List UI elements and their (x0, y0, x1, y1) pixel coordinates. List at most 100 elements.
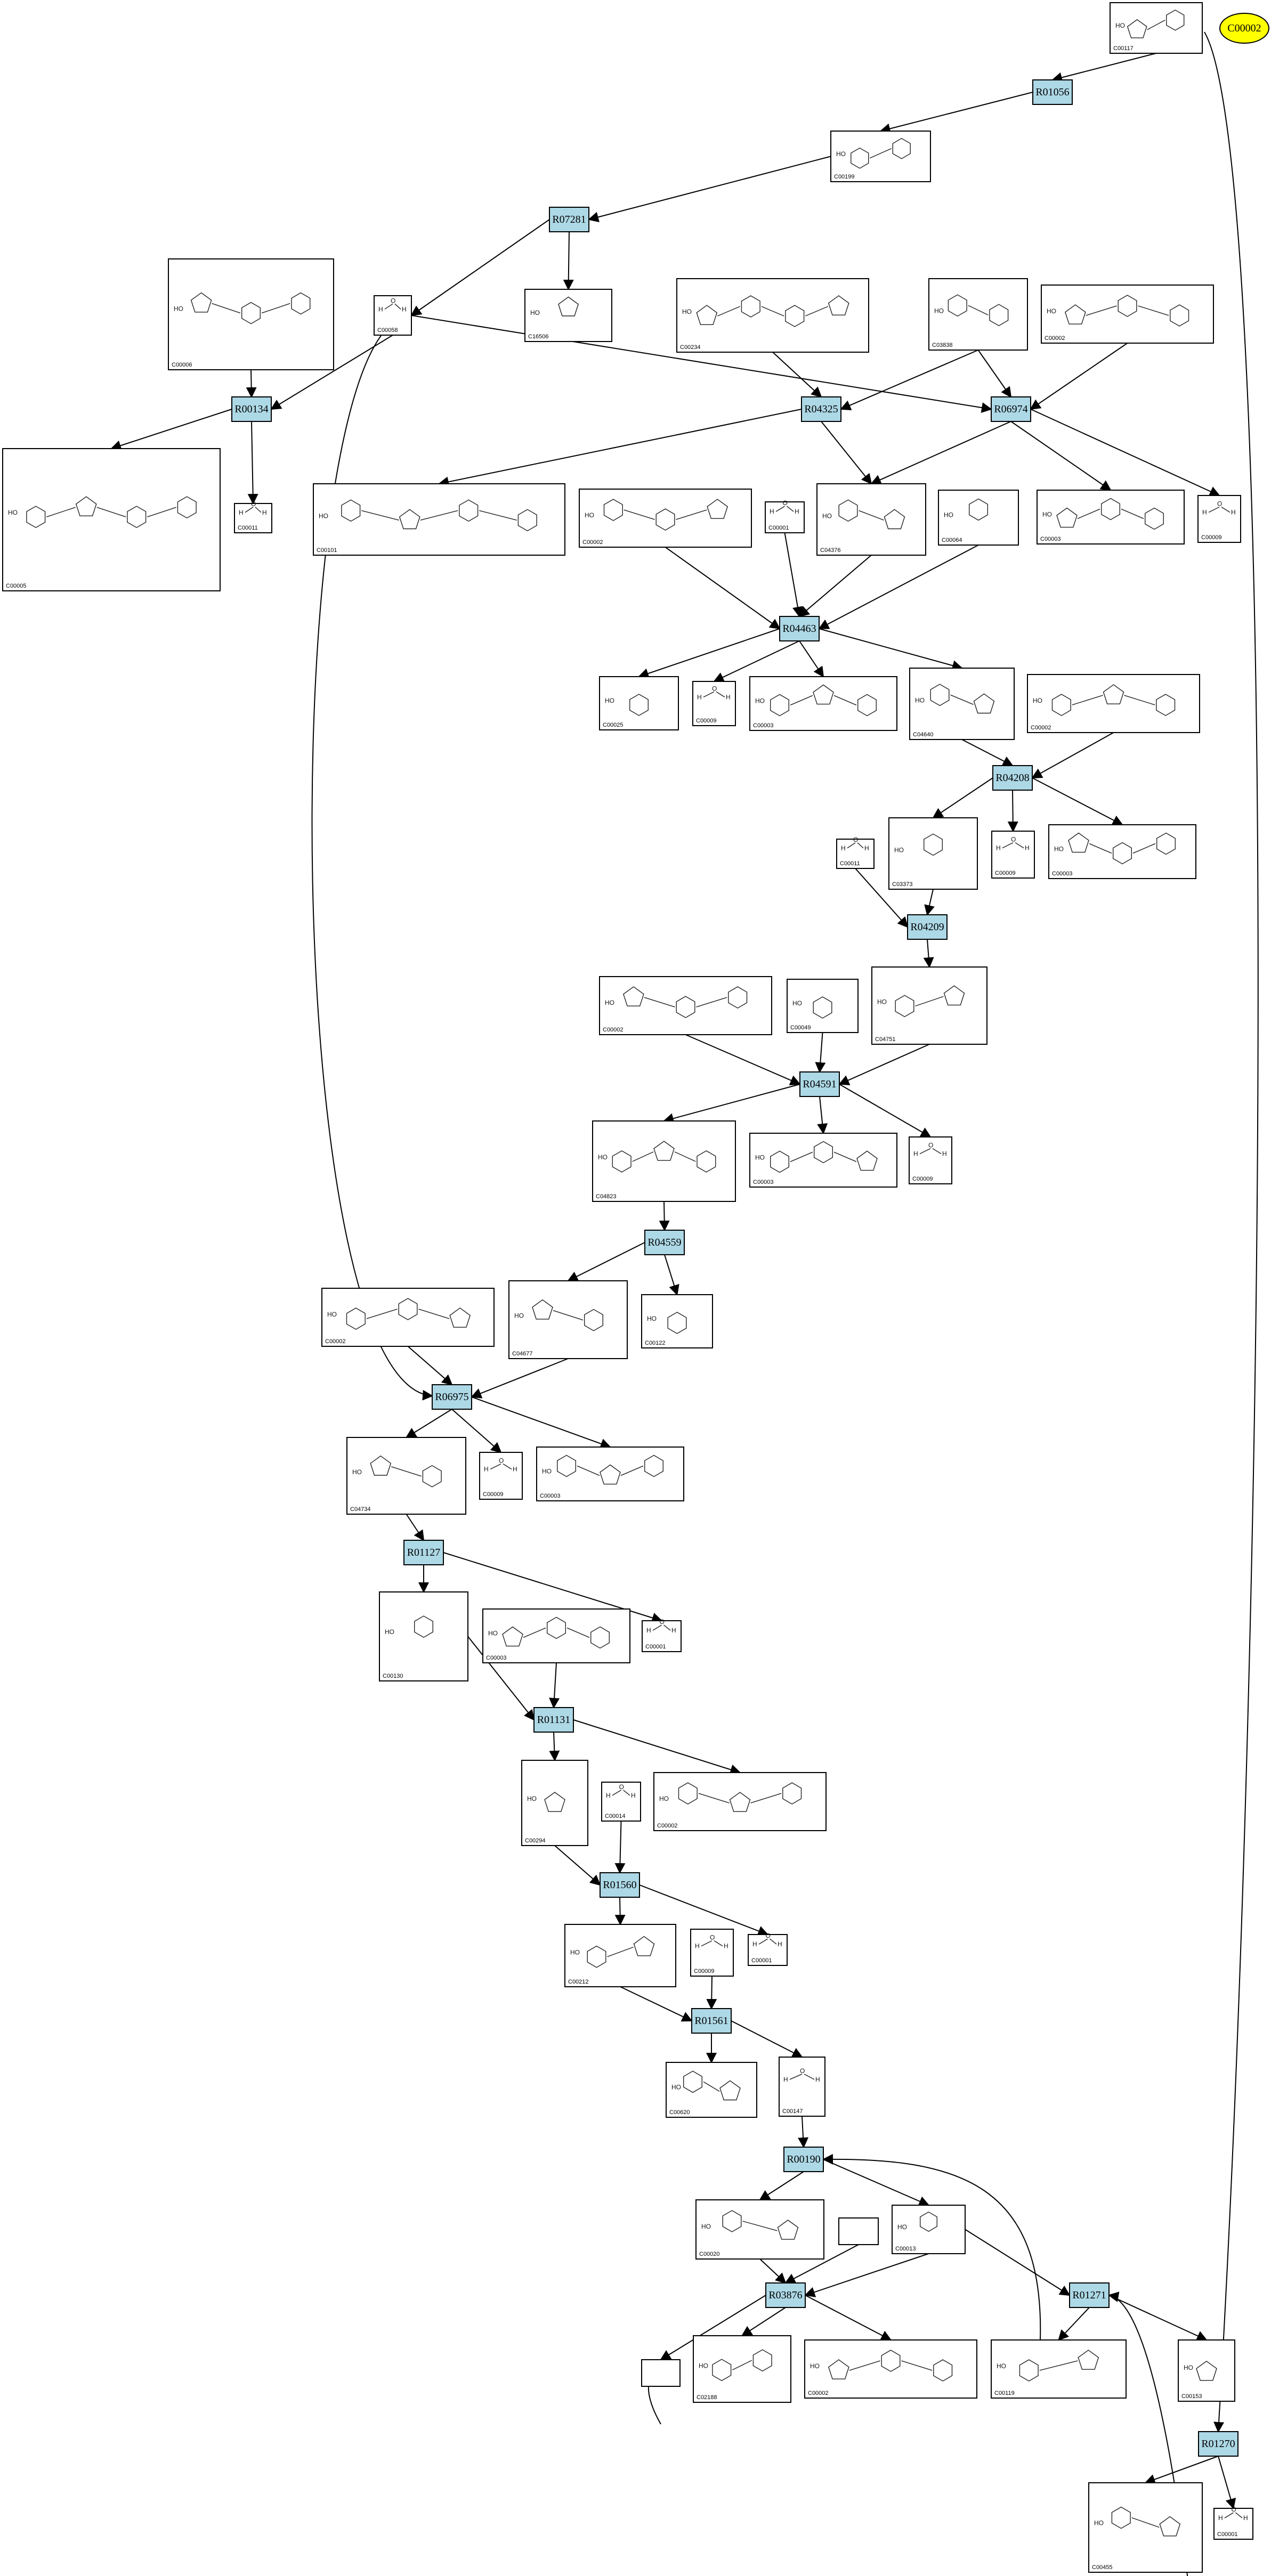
reaction-id-label: R01560 (603, 1879, 636, 1891)
highlighted-compound-label[interactable]: C00002 (1219, 13, 1269, 44)
compound-box (1041, 285, 1214, 344)
compound-id-label: C00455 (1092, 2564, 1113, 2571)
reaction-r04559[interactable]: R04559 (644, 1230, 685, 1255)
svg-text:HO: HO (527, 1795, 537, 1802)
edge-line (406, 1514, 425, 1541)
reaction-r04591[interactable]: R04591 (799, 1071, 840, 1097)
svg-text:HO: HO (701, 2223, 711, 2230)
compound-box (321, 1288, 495, 1347)
compound-box (599, 676, 679, 730)
compound-unlabeled[interactable] (838, 2217, 879, 2245)
reaction-r06975[interactable]: R06975 (432, 1384, 472, 1410)
reaction-r04463[interactable]: R04463 (779, 616, 820, 641)
svg-text:H: H (695, 1943, 700, 1950)
reaction-r04325[interactable]: R04325 (801, 396, 841, 422)
structure-drawing: HO (605, 986, 748, 1018)
reaction-r00190[interactable]: R00190 (783, 2147, 824, 2172)
edge-line (573, 1719, 741, 1775)
compound-id-label: C00009 (1201, 534, 1222, 541)
reaction-r04208[interactable]: R04208 (992, 765, 1033, 791)
reaction-id-label: R01271 (1072, 2289, 1106, 2301)
reaction-r03876[interactable]: R03876 (765, 2282, 806, 2308)
reaction-r00134[interactable]: R00134 (231, 396, 272, 422)
reaction-r01270[interactable]: R01270 (1198, 2431, 1238, 2457)
reaction-r04209[interactable]: R04209 (907, 914, 948, 940)
reaction-r06974[interactable]: R06974 (991, 396, 1031, 422)
edge-line (110, 409, 232, 451)
reaction-r01131[interactable]: R01131 (533, 1707, 574, 1733)
reaction-r01056[interactable]: R01056 (1032, 79, 1073, 105)
structure-drawing: HO (915, 684, 995, 714)
svg-text:H: H (671, 1627, 676, 1634)
compound-id-label: C00049 (790, 1025, 811, 1031)
svg-text:H: H (378, 305, 383, 313)
compound-unlabeled[interactable] (641, 2359, 681, 2387)
reaction-r07281[interactable]: R07281 (549, 207, 589, 232)
svg-text:HO: HO (8, 509, 18, 516)
reaction-r01560[interactable]: R01560 (600, 1872, 640, 1898)
svg-text:O: O (928, 1142, 933, 1149)
reaction-r01271[interactable]: R01271 (1069, 2282, 1110, 2308)
structure-drawing: HOH (996, 836, 1030, 852)
reaction-r01561[interactable]: R01561 (691, 2008, 732, 2034)
reaction-r01127[interactable]: R01127 (403, 1540, 444, 1565)
